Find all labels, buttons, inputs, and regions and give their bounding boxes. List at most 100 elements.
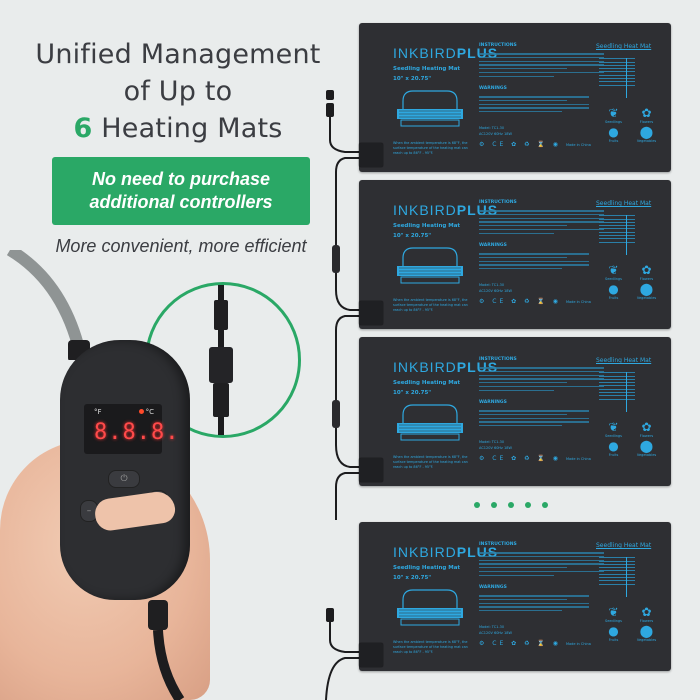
fruits-icon: ● <box>608 282 619 296</box>
headline-line-3: 6 Heating Mats <box>0 110 356 147</box>
temperature-note: When the ambient temperature is 68°F, th… <box>393 141 468 155</box>
power-icon: ⏻ <box>120 474 128 484</box>
plant-icons: ❦Seedlings ✿Flowers ●Fruits ⬤Vegetables <box>597 263 663 301</box>
product-name: Seedling Heating Mat <box>393 565 461 571</box>
heating-mat-2: INKBIRDPLUS Seedling Heating Mat 10" x 2… <box>359 180 671 329</box>
side-title: Seedling Heat Mat <box>596 542 652 549</box>
vegetables-icon: ⬤ <box>639 282 654 296</box>
brand-logo: INKBIRDPLUS <box>393 544 499 560</box>
temperature-note: When the ambient temperature is 68°F, th… <box>393 455 468 469</box>
instructions-text <box>479 51 604 79</box>
fruits-icon: ● <box>608 624 619 638</box>
product-name: Seedling Heating Mat <box>393 380 461 386</box>
tagline: More convenient, more efficient <box>55 236 307 256</box>
seedling-tray-icon <box>397 404 463 441</box>
side-title: Seedling Heat Mat <box>596 357 652 364</box>
warnings-text <box>479 251 589 272</box>
instructions-title: INSTRUCTIONS <box>479 357 517 362</box>
mat-3-connector <box>359 458 383 482</box>
instructions-text <box>479 550 604 578</box>
product-name: Seedling Heating Mat <box>393 66 461 72</box>
heating-mat-4: INKBIRDPLUS Seedling Heating Mat 10" x 2… <box>359 522 671 671</box>
product-name: Seedling Heating Mat <box>393 223 461 229</box>
seedling-tray-icon <box>397 247 463 284</box>
minus-icon: – <box>86 506 92 516</box>
headline-line-2: of Up to <box>123 76 233 107</box>
seedlings-icon: ❦ <box>608 263 619 277</box>
dot-icon <box>508 502 514 508</box>
instructions-text <box>479 365 604 393</box>
headline-line-1: Unified Management <box>35 39 321 70</box>
fahrenheit-indicator: °F <box>94 408 102 416</box>
instructions-title: INSTRUCTIONS <box>479 200 517 205</box>
temperature-note: When the ambient temperature is 68°F, th… <box>393 640 468 654</box>
warnings-title: WARNINGS <box>479 86 507 91</box>
dot-icon <box>525 502 531 508</box>
seedlings-icon: ❦ <box>608 605 619 619</box>
instructions-title: INSTRUCTIONS <box>479 43 517 48</box>
plant-icons: ❦Seedlings ✿Flowers ●Fruits ⬤Vegetables <box>597 106 663 144</box>
certification-icons: ⚙ CE ✿ ♻ ⌛ ◉ Made in China <box>479 455 591 462</box>
temperature-scale <box>599 370 659 416</box>
warnings-text <box>479 593 589 614</box>
heating-mat-3: INKBIRDPLUS Seedling Heating Mat 10" x 2… <box>359 337 671 486</box>
seedling-tray-icon <box>397 90 463 127</box>
temperature-scale <box>599 56 659 102</box>
heating-mat-1: INKBIRDPLUS Seedling Heating Mat 10" x 2… <box>359 23 671 172</box>
mat-size: 10" x 20.75" <box>393 575 432 581</box>
feature-banner: No need to purchase additional controlle… <box>52 157 310 225</box>
mat-4-connector <box>359 643 383 667</box>
dot-icon <box>491 502 497 508</box>
celsius-indicator: °C <box>139 408 154 416</box>
seedlings-icon: ❦ <box>608 420 619 434</box>
vegetables-icon: ⬤ <box>639 125 654 139</box>
flowers-icon: ✿ <box>641 263 652 277</box>
mat-size: 10" x 20.75" <box>393 390 432 396</box>
mat-1-connector <box>359 143 383 167</box>
instructions-text <box>479 208 604 236</box>
temperature-scale <box>599 213 659 259</box>
mat-size: 10" x 20.75" <box>393 76 432 82</box>
warnings-title: WARNINGS <box>479 243 507 248</box>
waterproof-connector-icon <box>209 285 233 435</box>
temperature-scale <box>599 555 659 601</box>
warnings-title: WARNINGS <box>479 400 507 405</box>
side-title: Seedling Heat Mat <box>596 200 652 207</box>
dot-icon <box>542 502 548 508</box>
power-button[interactable]: ⏻ <box>108 470 140 488</box>
warnings-title: WARNINGS <box>479 585 507 590</box>
banner-line-2: additional controllers <box>89 192 273 212</box>
banner-line-1: No need to purchase <box>91 169 271 189</box>
side-title: Seedling Heat Mat <box>596 43 652 50</box>
headline: Unified Management of Up to 6 Heating Ma… <box>0 36 356 147</box>
dot-icon <box>474 502 480 508</box>
flowers-icon: ✿ <box>641 106 652 120</box>
mat-2-connector <box>359 301 383 325</box>
warnings-text <box>479 408 589 429</box>
brand-logo: INKBIRDPLUS <box>393 359 499 375</box>
daisy-chain-cable <box>325 90 362 700</box>
temperature-note: When the ambient temperature is 68°F, th… <box>393 298 468 312</box>
controller-display: °F °C 8.8.8. <box>84 404 178 454</box>
controller-output-cable <box>148 600 185 700</box>
plant-icons: ❦Seedlings ✿Flowers ●Fruits ⬤Vegetables <box>597 605 663 643</box>
temperature-readout: 8.8.8. <box>94 420 180 445</box>
seedlings-icon: ❦ <box>608 106 619 120</box>
more-mats-indicator <box>474 502 548 508</box>
certification-icons: ⚙ CE ✿ ♻ ⌛ ◉ Made in China <box>479 298 591 305</box>
mat-size: 10" x 20.75" <box>393 233 432 239</box>
brand-logo: INKBIRDPLUS <box>393 202 499 218</box>
fruits-icon: ● <box>608 439 619 453</box>
certification-icons: ⚙ CE ✿ ♻ ⌛ ◉ Made in China <box>479 640 591 647</box>
flowers-icon: ✿ <box>641 605 652 619</box>
headline-line-3-text: Heating Mats <box>92 113 283 144</box>
mat-count: 6 <box>73 113 93 144</box>
seedling-tray-icon <box>397 589 463 626</box>
flowers-icon: ✿ <box>641 420 652 434</box>
instructions-title: INSTRUCTIONS <box>479 542 517 547</box>
temperature-controller: °F °C 8.8.8. ⏻ + – <box>60 340 190 600</box>
